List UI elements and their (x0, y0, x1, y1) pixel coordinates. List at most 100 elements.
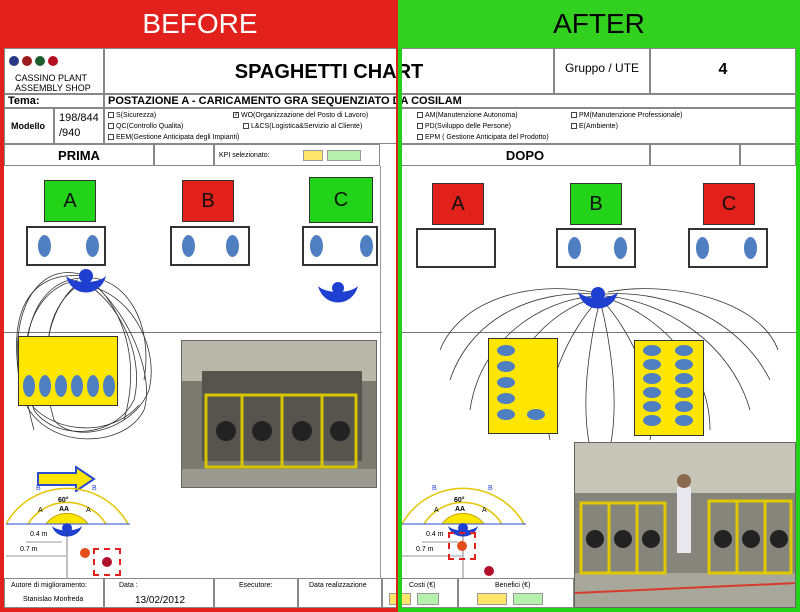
part-oval (71, 375, 83, 397)
kpi-cell: KPI selezionato: (214, 144, 380, 166)
page-title: SPAGHETTI CHART (234, 61, 424, 83)
part-oval (643, 373, 661, 384)
tema-label: Tema: (8, 95, 40, 107)
logo-cell: CASSINO PLANT ASSEMBLY SHOP (4, 48, 104, 94)
a-label-after-left: A (434, 507, 439, 514)
after-label: AFTER (553, 8, 645, 39)
station-b-label-after: B (570, 183, 622, 225)
station-a-before (26, 226, 106, 266)
part-oval (39, 375, 51, 397)
part-oval (568, 237, 581, 259)
checkbox-box (571, 112, 577, 119)
target-box-before (93, 548, 121, 576)
part-oval (696, 237, 709, 259)
after-banner: AFTER (398, 0, 800, 48)
aa-label-before: AA (59, 506, 70, 513)
angle-label-after: 60° (454, 497, 465, 504)
checkbox-lcs[interactable]: L&CS(Logistica&Servizio al Cliente) (243, 122, 362, 131)
modello-label: Modello (11, 121, 45, 131)
part-oval (86, 235, 99, 257)
checkbox-qc[interactable]: QC(Controllo Qualita) (108, 122, 183, 131)
checkbox-box (243, 123, 249, 130)
station-c-label-after: C (703, 183, 755, 225)
prima-label: PRIMA (58, 148, 100, 163)
part-oval (643, 345, 661, 356)
storage-area-after-left (488, 338, 558, 434)
checkbox-pm[interactable]: PM(Manutenzione Professionale) (571, 111, 683, 120)
operator-icon (318, 282, 358, 303)
modello-value-1: 198/844 (59, 112, 99, 124)
group-value: 4 (718, 61, 728, 78)
data-cell: Data : 13/02/2012 (104, 578, 214, 608)
part-oval (675, 359, 693, 370)
divider-before (4, 332, 382, 333)
station-a-label-after: A (432, 183, 484, 225)
part-oval (527, 409, 545, 420)
station-b-before (170, 226, 250, 266)
part-oval (643, 415, 661, 426)
b-label-before-left: B (36, 485, 41, 492)
b-label-after-right: B (488, 485, 493, 492)
part-oval (675, 345, 693, 356)
esecutore-cell: Esecutore: (214, 578, 298, 608)
station-b-after (556, 228, 636, 268)
part-oval (675, 415, 693, 426)
part-oval (675, 387, 693, 398)
station-c-before (302, 226, 378, 266)
dist2-label-before: 0.7 m (20, 546, 38, 553)
part-oval (360, 235, 373, 257)
checkbox-box-checked: ✓ (233, 112, 240, 119)
part-oval (497, 393, 515, 404)
benefici-label: Benefici (€) (495, 582, 531, 589)
autore-value: Stanislao Monfreda (23, 596, 84, 603)
checkbox-pd[interactable]: PD(Sviluppo delle Persone) (417, 122, 511, 131)
part-oval (497, 409, 515, 420)
costi-label: Costi (€) (409, 582, 436, 589)
group-label: Gruppo / UTE (565, 61, 640, 75)
checkbox-s[interactable]: S(Sicurezza) (108, 111, 156, 120)
workstation-photo-before (181, 340, 377, 488)
data-value: 13/02/2012 (135, 595, 186, 606)
part-oval (643, 401, 661, 412)
fiat-logo-icon (9, 53, 61, 71)
station-b-label-before: B (182, 180, 234, 222)
costi-swatch-yellow (389, 593, 411, 605)
company-line1: CASSINO PLANT (15, 73, 88, 83)
checkbox-am[interactable]: AM(Manutenzione Autonoma) (417, 111, 518, 120)
costi-cell: Costi (€) (382, 578, 458, 608)
checkbox-epm[interactable]: EPM ( Gestione Anticipata del Prodotto) (417, 133, 549, 142)
checkbox-e[interactable]: E(Ambiente) (571, 122, 618, 131)
part-oval (497, 345, 515, 356)
dopo-blank-cell-1 (650, 144, 740, 166)
dist1-label-after: 0.4 m (426, 531, 444, 538)
tema-value: POSTAZIONE A - CARICAMENTO GRA SEQUENZIA… (108, 95, 462, 107)
b-label-before-right: B (92, 485, 97, 492)
station-a-label-before: A (44, 180, 96, 222)
modello-value-cell: 198/844 /940 (54, 108, 104, 144)
group-label-cell: Gruppo / UTE (554, 48, 650, 94)
c-marker-before (80, 548, 90, 558)
benefici-swatch-green (513, 593, 543, 605)
aa-label-after: AA (455, 506, 466, 513)
part-oval (38, 235, 51, 257)
costi-swatch-green (417, 593, 439, 605)
dopo-label: DOPO (505, 148, 545, 163)
title-cell: SPAGHETTI CHART (104, 48, 554, 94)
spaghetti-paths-after (440, 288, 779, 449)
part-oval (55, 375, 67, 397)
data-label: Data : (119, 582, 138, 589)
autore-cell: Autore di miglioramento: Stanislao Monfr… (4, 578, 104, 608)
benefici-swatch-yellow (477, 593, 507, 605)
part-oval (614, 237, 627, 259)
c-marker-after (457, 541, 467, 551)
divider-vertical (380, 166, 381, 578)
part-oval (87, 375, 99, 397)
part-oval (643, 359, 661, 370)
storage-area-after-right (634, 340, 704, 436)
checkbox-eem[interactable]: EEM(Gestione Anticipata degli Impianti) (108, 133, 239, 142)
dist2-label-after: 0.7 m (416, 546, 434, 553)
kpi-label: KPI selezionato: (219, 152, 270, 159)
kpi-swatch-green (327, 150, 361, 161)
company-line2: ASSEMBLY SHOP (15, 83, 91, 93)
checkbox-wo[interactable]: ✓WO(Organizzazione del Posto di Lavoro) (233, 112, 369, 119)
